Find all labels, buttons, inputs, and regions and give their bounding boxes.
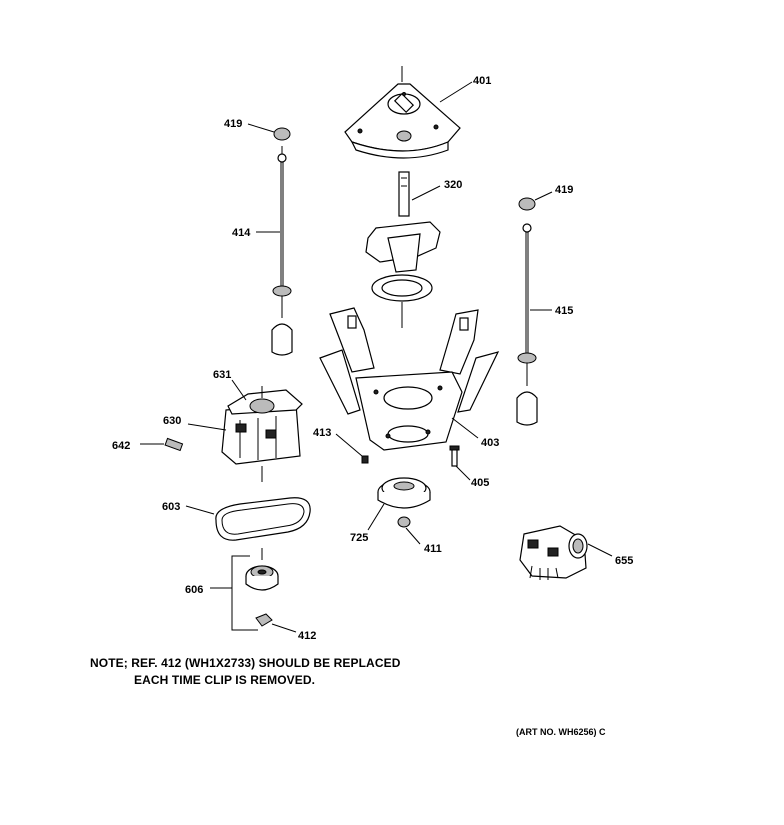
- part-413-nut: [335, 433, 369, 464]
- callout-606: 606: [185, 584, 203, 596]
- part-320-transmission: [365, 171, 441, 328]
- replacement-note-line-1: NOTE; REF. 412 (WH1X2733) SHOULD BE REPL…: [90, 656, 401, 670]
- part-415-suspension-rod: [516, 223, 552, 426]
- part-405-bolt: [449, 445, 471, 481]
- callout-415: 415: [555, 305, 573, 317]
- callout-630: 630: [163, 415, 181, 427]
- part-630-motor: [187, 379, 303, 482]
- callout-403: 403: [481, 437, 499, 449]
- art-number: (ART NO. WH6256) C: [516, 727, 606, 737]
- part-411-nut: [397, 516, 421, 545]
- callout-419-right: 419: [555, 184, 573, 196]
- part-642-clip: [140, 437, 184, 452]
- callout-405: 405: [471, 477, 489, 489]
- part-606-motor-pulley: [210, 548, 279, 631]
- callout-631: 631: [213, 369, 231, 381]
- callout-414: 414: [232, 227, 251, 239]
- callout-655: 655: [615, 555, 633, 567]
- replacement-note-line-2: EACH TIME CLIP IS REMOVED.: [134, 673, 316, 687]
- part-419-right-cap: [518, 191, 553, 211]
- callout-419-left: 419: [224, 118, 242, 130]
- callout-401: 401: [473, 75, 491, 87]
- part-655-pump: [519, 525, 613, 580]
- callout-725: 725: [350, 532, 368, 544]
- part-412-clip: [255, 613, 297, 633]
- part-403-mounting-platform: [319, 307, 500, 451]
- callout-642: 642: [112, 440, 130, 452]
- part-725-pulley: [367, 477, 431, 531]
- callout-413: 413: [313, 427, 331, 439]
- part-603-belt: [185, 497, 311, 541]
- callout-603: 603: [162, 501, 180, 513]
- part-401-cover: [344, 66, 473, 159]
- part-414-suspension-rod: [256, 146, 293, 356]
- part-419-left-cap: [247, 123, 291, 141]
- callout-320: 320: [444, 179, 462, 191]
- callout-412: 412: [298, 630, 316, 642]
- callout-411: 411: [424, 543, 442, 555]
